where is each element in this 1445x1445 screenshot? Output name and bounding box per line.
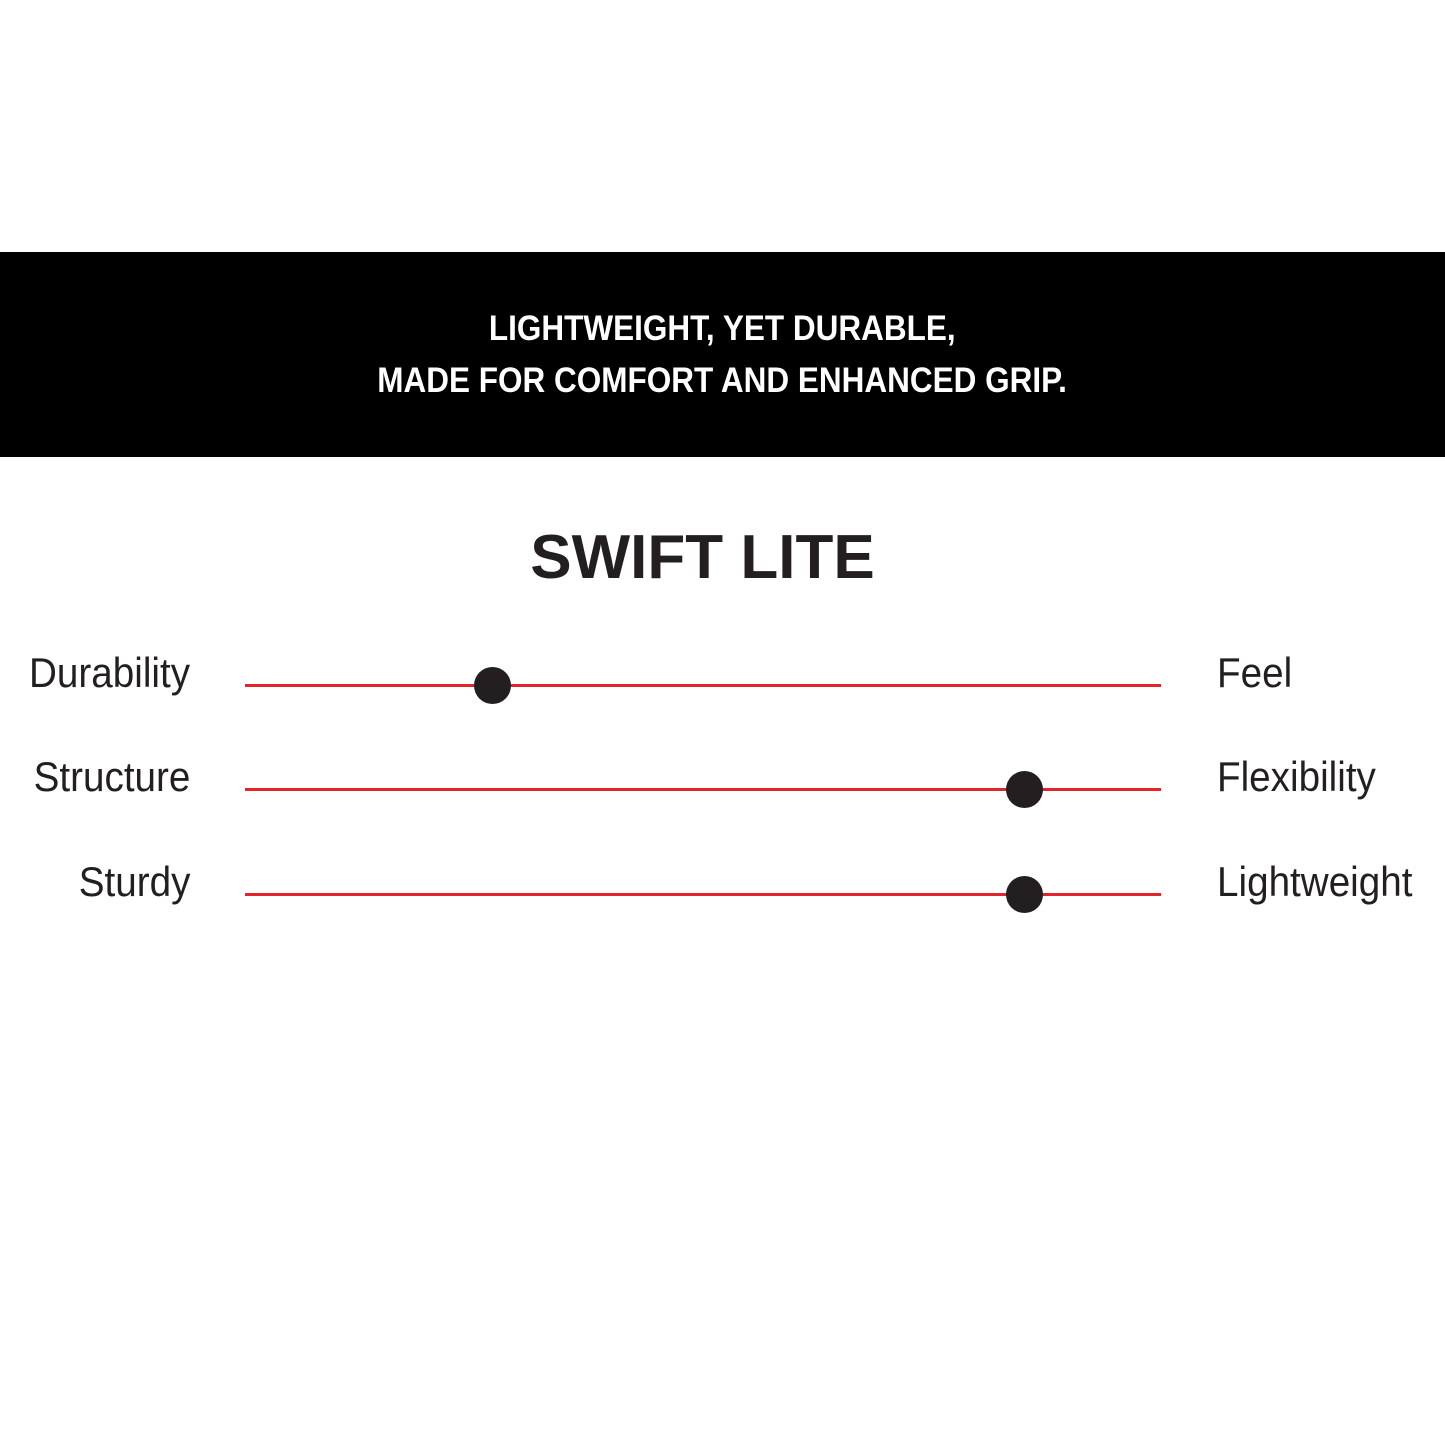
slider-dot bbox=[474, 667, 512, 704]
slider-left-label: Durability bbox=[28, 649, 190, 696]
tagline-banner: LIGHTWEIGHT, YET DURABLE, MADE FOR COMFO… bbox=[0, 252, 1445, 457]
slider-right-label: Lightweight bbox=[1217, 858, 1413, 905]
slider-right-label: Flexibility bbox=[1217, 753, 1376, 800]
slider-track bbox=[245, 684, 1161, 687]
slider-row-durability-feel: Durability Feel bbox=[0, 643, 1445, 704]
tagline-line-2: MADE FOR COMFORT AND ENHANCED GRIP. bbox=[377, 360, 1068, 400]
slider-right-label: Feel bbox=[1217, 649, 1293, 696]
slider-track bbox=[245, 788, 1161, 791]
slider-dot bbox=[1005, 876, 1043, 913]
slider-dot bbox=[1005, 771, 1043, 808]
slider-track bbox=[245, 893, 1161, 896]
slider-row-sturdy-lightweight: Sturdy Lightweight bbox=[0, 852, 1445, 913]
tagline-line-1: LIGHTWEIGHT, YET DURABLE, bbox=[489, 308, 956, 348]
slider-left-label: Sturdy bbox=[78, 858, 190, 905]
slider-row-structure-flexibility: Structure Flexibility bbox=[0, 747, 1445, 808]
slider-left-label: Structure bbox=[33, 753, 190, 800]
product-title: SWIFT LITE bbox=[530, 523, 875, 592]
